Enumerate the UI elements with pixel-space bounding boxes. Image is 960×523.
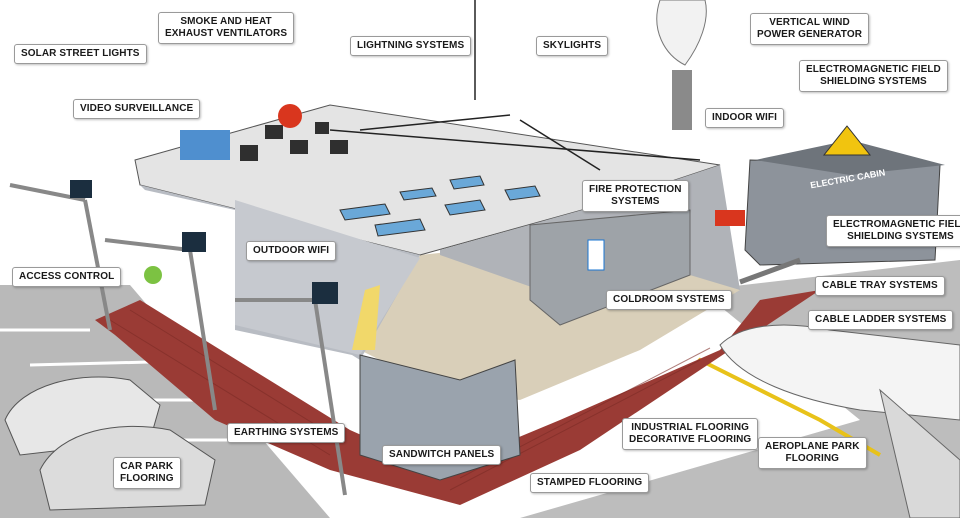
access-control-icon: [144, 266, 162, 284]
parked-cars: [4, 376, 216, 511]
skylights-group: [339, 175, 541, 237]
insulation-layer: [352, 285, 380, 350]
street-light-poles: [9, 183, 347, 496]
label-stamped-flooring: STAMPED FLOORING: [530, 473, 650, 493]
cable-tray: [739, 257, 801, 285]
label-outdoor-wifi: OUTDOOR WIFI: [246, 241, 337, 261]
fire-symbol-icon: [278, 104, 302, 128]
label-car-park-flooring: CAR PARK FLOORING: [113, 457, 181, 489]
coldroom-sign: [587, 239, 605, 271]
solar-panels: [70, 180, 338, 304]
label-access-control: ACCESS CONTROL: [12, 267, 122, 287]
warning-sign: [822, 125, 872, 156]
label-smoke-heat-exhaust-ventilators: SMOKE AND HEAT EXHAUST VENTILATORS: [158, 12, 295, 44]
label-lightning-systems: LIGHTNING SYSTEMS: [350, 36, 472, 56]
label-emf-shielding-bottom: ELECTROMAGNETIC FIELD SHIELDING SYSTEMS: [826, 215, 960, 247]
label-cable-tray-systems: CABLE TRAY SYSTEMS: [815, 276, 945, 296]
label-skylights: SKYLIGHTS: [536, 36, 609, 56]
stamped-brick-path: [95, 290, 820, 505]
label-solar-street-lights: SOLAR STREET LIGHTS: [14, 44, 147, 64]
label-aeroplane-park-flooring: AEROPLANE PARK FLOORING: [758, 437, 867, 469]
label-indoor-wifi: INDOOR WIFI: [705, 108, 784, 128]
label-earthing-systems: EARTHING SYSTEMS: [227, 423, 346, 443]
label-coldroom-systems: COLDROOM SYSTEMS: [606, 290, 732, 310]
label-fire-protection-systems: FIRE PROTECTION SYSTEMS: [582, 180, 689, 212]
label-vertical-wind-power-generator: VERTICAL WIND POWER GENERATOR: [750, 13, 870, 45]
lightning-conductors: [329, 0, 701, 171]
aeroplane: [719, 324, 960, 519]
label-cable-ladder-systems: CABLE LADDER SYSTEMS: [808, 310, 954, 330]
label-sandwich-panels: SANDWITCH PANELS: [382, 445, 502, 465]
fire-extinguisher-sign: [715, 210, 745, 226]
wind-turbine: [656, 0, 707, 130]
ventilators-group: [180, 122, 348, 161]
label-video-surveillance: VIDEO SURVEILLANCE: [73, 99, 201, 119]
label-emf-shielding-top: ELECTROMAGNETIC FIELD SHIELDING SYSTEMS: [799, 60, 948, 92]
electric-cabin-roof: [755, 140, 945, 175]
label-industrial-flooring: INDUSTRIAL FLOORING DECORATIVE FLOORING: [622, 418, 759, 450]
